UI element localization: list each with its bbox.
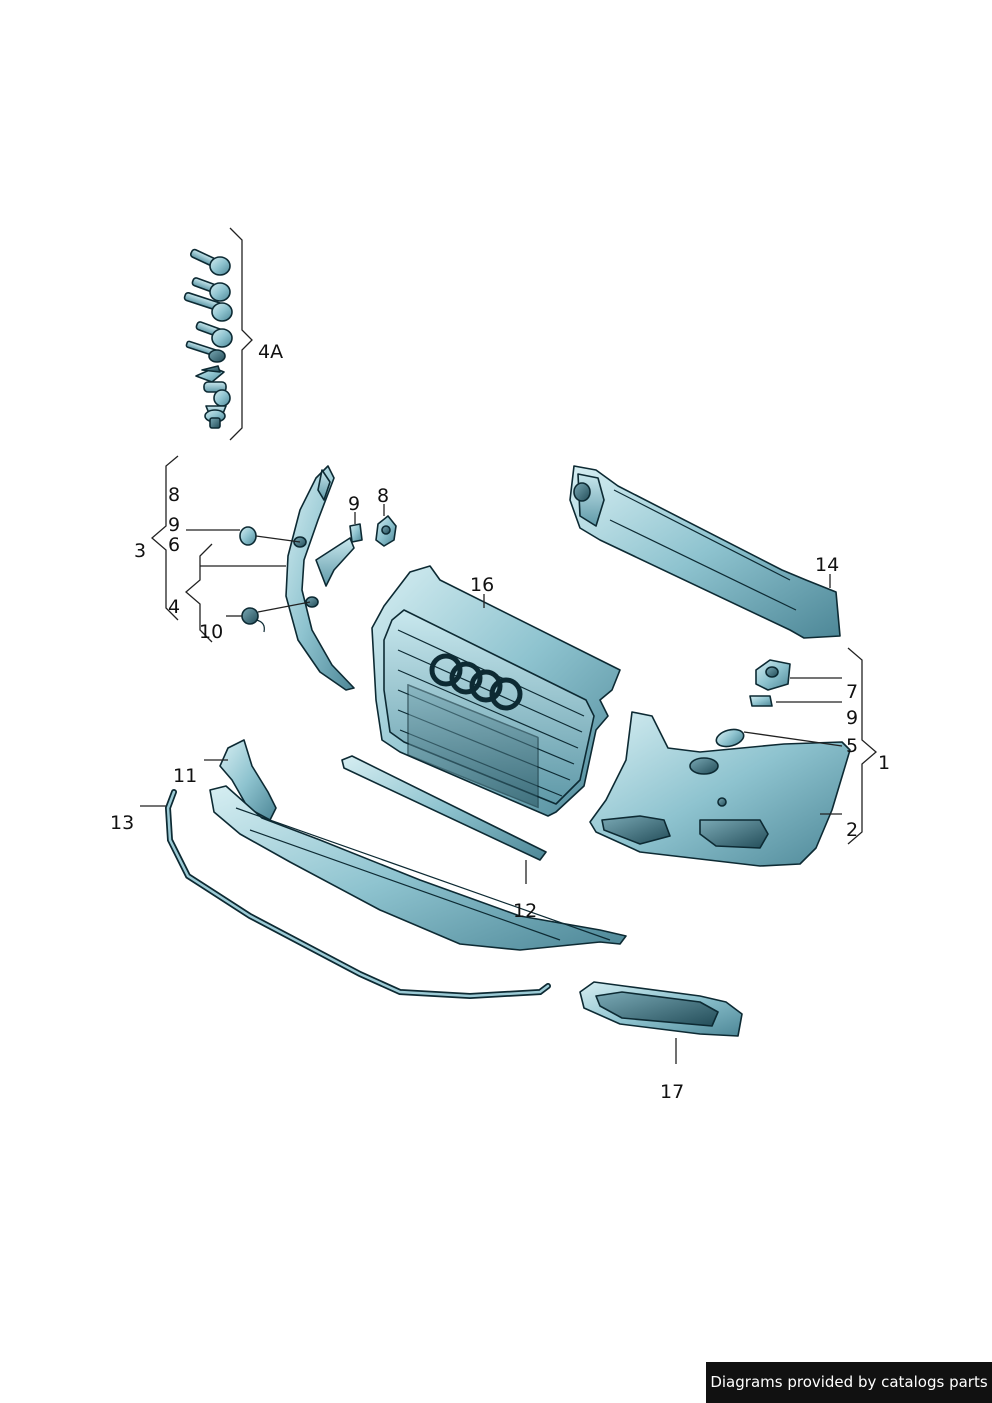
label-9-right: 9: [846, 707, 858, 729]
label-14: 14: [815, 554, 839, 576]
label-6: 6: [168, 534, 180, 556]
bolt-4: [195, 321, 233, 348]
callout-labels: 4A 8 9 3 6 4 10 9 8 16 14 7 9 5 1 2 11 1…: [110, 341, 890, 1103]
label-3: 3: [134, 540, 146, 562]
cap-9-left: [239, 526, 257, 546]
label-8-left: 8: [168, 484, 180, 506]
fog-grille-17: [579, 981, 743, 1037]
grille-strip-12: [341, 755, 547, 861]
label-7: 7: [846, 681, 858, 703]
brace-4a: [229, 227, 253, 441]
brace-1: [847, 647, 877, 845]
label-17: 17: [660, 1081, 684, 1103]
spring-9-right: [749, 695, 773, 707]
cap-5: [715, 728, 745, 748]
credit-banner: Diagrams provided by catalogs parts: [706, 1362, 992, 1403]
bracket-8-top: [375, 515, 397, 547]
brace-4: [185, 543, 213, 643]
rivet: [185, 340, 226, 363]
label-8-top: 8: [377, 485, 389, 507]
label-2: 2: [846, 819, 858, 841]
label-4: 4: [168, 596, 180, 618]
brace-3: [151, 455, 179, 621]
bumper-reinforcement: [569, 465, 841, 639]
front-spoiler-11: [219, 739, 277, 821]
label-9-left: 9: [168, 514, 180, 536]
trim-strip-13: [164, 789, 551, 1000]
label-11: 11: [173, 765, 197, 787]
radiator-grille: [371, 565, 621, 817]
bumper-cover: [589, 711, 851, 867]
clip: [195, 365, 225, 383]
label-16: 16: [470, 574, 494, 596]
label-5: 5: [846, 735, 858, 757]
push-clip: [204, 409, 226, 429]
label-12: 12: [513, 900, 537, 922]
label-9-top: 9: [348, 493, 360, 515]
label-10: 10: [199, 621, 223, 643]
audi-rings: [429, 653, 523, 711]
bolt-3: [183, 291, 233, 322]
spring-9-top: [349, 523, 363, 543]
left-grille-bracket: [285, 465, 355, 691]
leader-lines: [140, 504, 843, 1064]
fastener-set-4a: [183, 248, 233, 429]
air-guide-lower: [209, 785, 627, 951]
bolt-2: [191, 277, 231, 302]
bracket-7: [755, 659, 791, 691]
label-13: 13: [110, 812, 134, 834]
label-4a: 4A: [258, 341, 283, 363]
bolt-1: [189, 248, 231, 276]
label-1: 1: [878, 752, 890, 774]
